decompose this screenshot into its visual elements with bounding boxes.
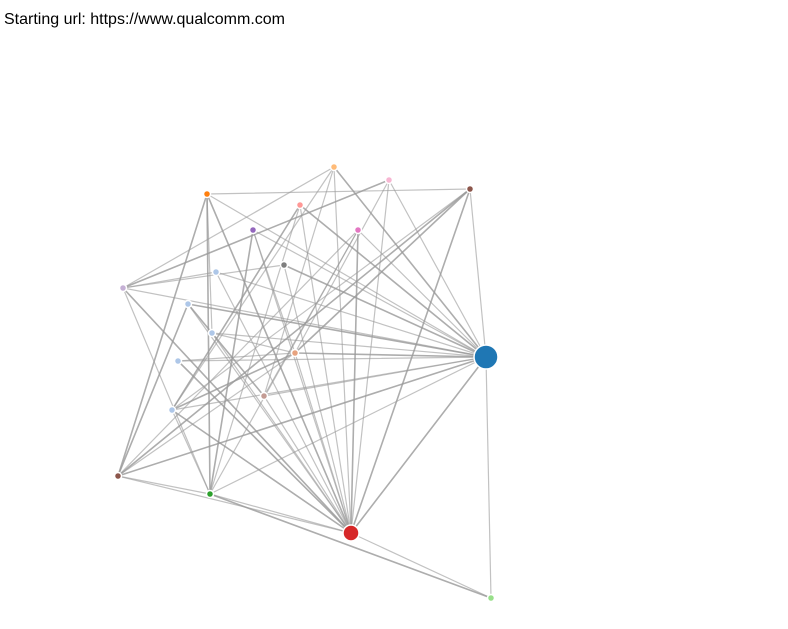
- node-tan-2[interactable]: [259, 391, 269, 401]
- link-red-pink: [350, 179, 390, 534]
- link-hub-light-blue-4: [177, 356, 487, 362]
- node-light-green[interactable]: [486, 593, 496, 603]
- node-light-blue-4[interactable]: [173, 356, 183, 366]
- node-red[interactable]: [342, 524, 360, 542]
- link-light-blue-2-tan-2: [187, 303, 265, 397]
- link-brown-bottom-tan: [117, 352, 296, 477]
- link-hub-grey: [283, 264, 487, 358]
- link-green-salmon: [209, 204, 301, 495]
- link-hub-green: [209, 356, 487, 495]
- link-tan-pink: [294, 179, 390, 354]
- node-salmon[interactable]: [295, 200, 305, 210]
- link-purple-tan: [252, 229, 296, 354]
- link-red-tan-2: [263, 395, 352, 534]
- node-pink[interactable]: [384, 175, 394, 185]
- link-green-lavender: [122, 287, 211, 495]
- node-brown-top[interactable]: [465, 184, 475, 194]
- graph-links: [117, 166, 492, 599]
- link-hub-light-blue-1: [215, 271, 487, 358]
- link-light-blue-5-brown-top: [171, 188, 471, 411]
- node-brown-bottom[interactable]: [113, 471, 123, 481]
- starting-url-value: https://www.qualcomm.com: [90, 11, 285, 28]
- node-purple[interactable]: [248, 225, 258, 235]
- link-green-orange: [206, 193, 211, 495]
- link-hub-pink: [388, 179, 487, 358]
- link-hub-light-blue-3: [211, 332, 487, 358]
- graph-nodes: [113, 162, 499, 603]
- link-hub-salmon: [299, 204, 487, 358]
- link-red-light-blue-4: [177, 360, 352, 534]
- link-lavender-light-orange: [122, 166, 335, 289]
- link-green-light-blue-5: [171, 409, 211, 495]
- link-red-light-green: [350, 532, 492, 599]
- link-red-magenta: [350, 229, 359, 534]
- node-orange[interactable]: [202, 189, 212, 199]
- link-brown-bottom-magenta: [117, 229, 359, 477]
- node-light-blue-1[interactable]: [211, 267, 221, 277]
- starting-url-text: Starting url: https://www.qualcomm.com: [4, 10, 285, 30]
- link-red-lavender: [122, 287, 352, 534]
- starting-url-label: Starting url:: [4, 11, 91, 28]
- link-lavender-grey: [122, 264, 285, 289]
- node-green[interactable]: [205, 489, 215, 499]
- link-hub-orange: [206, 193, 487, 358]
- link-hub-tan: [294, 352, 487, 358]
- link-tan-brown-top: [294, 188, 471, 354]
- node-magenta[interactable]: [353, 225, 363, 235]
- node-light-blue-2[interactable]: [183, 299, 193, 309]
- link-tan-2-light-orange: [263, 166, 335, 397]
- node-light-blue-5[interactable]: [167, 405, 177, 415]
- link-red-grey: [283, 264, 352, 534]
- node-grey[interactable]: [279, 260, 289, 270]
- link-red-light-blue-5: [171, 409, 352, 534]
- link-hub-light-orange: [333, 166, 487, 358]
- link-light-blue-5-light-orange: [171, 166, 335, 411]
- link-orange-light-blue-3: [206, 193, 213, 334]
- link-red-light-orange: [333, 166, 352, 534]
- link-brown-bottom-brown-top: [117, 188, 471, 477]
- link-hub-red: [350, 356, 487, 534]
- link-orange-brown-bottom: [117, 193, 208, 477]
- link-red-brown-bottom: [117, 475, 352, 534]
- node-light-orange[interactable]: [329, 162, 339, 172]
- link-green-purple: [209, 229, 254, 495]
- link-red-salmon: [299, 204, 352, 534]
- node-tan[interactable]: [290, 348, 300, 358]
- link-hub-light-green: [485, 356, 492, 599]
- link-brown-bottom-light-blue-2: [117, 303, 189, 477]
- link-tan-2-magenta: [263, 229, 359, 397]
- node-lavender[interactable]: [118, 283, 128, 293]
- link-lavender-pink: [122, 179, 390, 289]
- link-red-green: [209, 493, 352, 534]
- link-red-tan: [294, 352, 352, 534]
- node-hub[interactable]: [473, 344, 499, 370]
- link-hub-magenta: [357, 229, 487, 358]
- node-light-blue-3[interactable]: [207, 328, 217, 338]
- link-hub-purple: [252, 229, 487, 358]
- link-lavender-light-blue-1: [122, 271, 217, 289]
- link-orange-brown-top: [206, 188, 471, 195]
- link-red-brown-top: [350, 188, 471, 534]
- link-light-blue-3-tan: [211, 332, 296, 354]
- link-light-blue-4-tan: [177, 352, 296, 362]
- link-hub-brown-top: [469, 188, 487, 358]
- link-green-light-green: [209, 493, 492, 599]
- link-red-light-blue-3: [211, 332, 352, 534]
- link-green-brown-bottom: [117, 475, 211, 495]
- link-salmon-light-blue-5: [171, 204, 301, 411]
